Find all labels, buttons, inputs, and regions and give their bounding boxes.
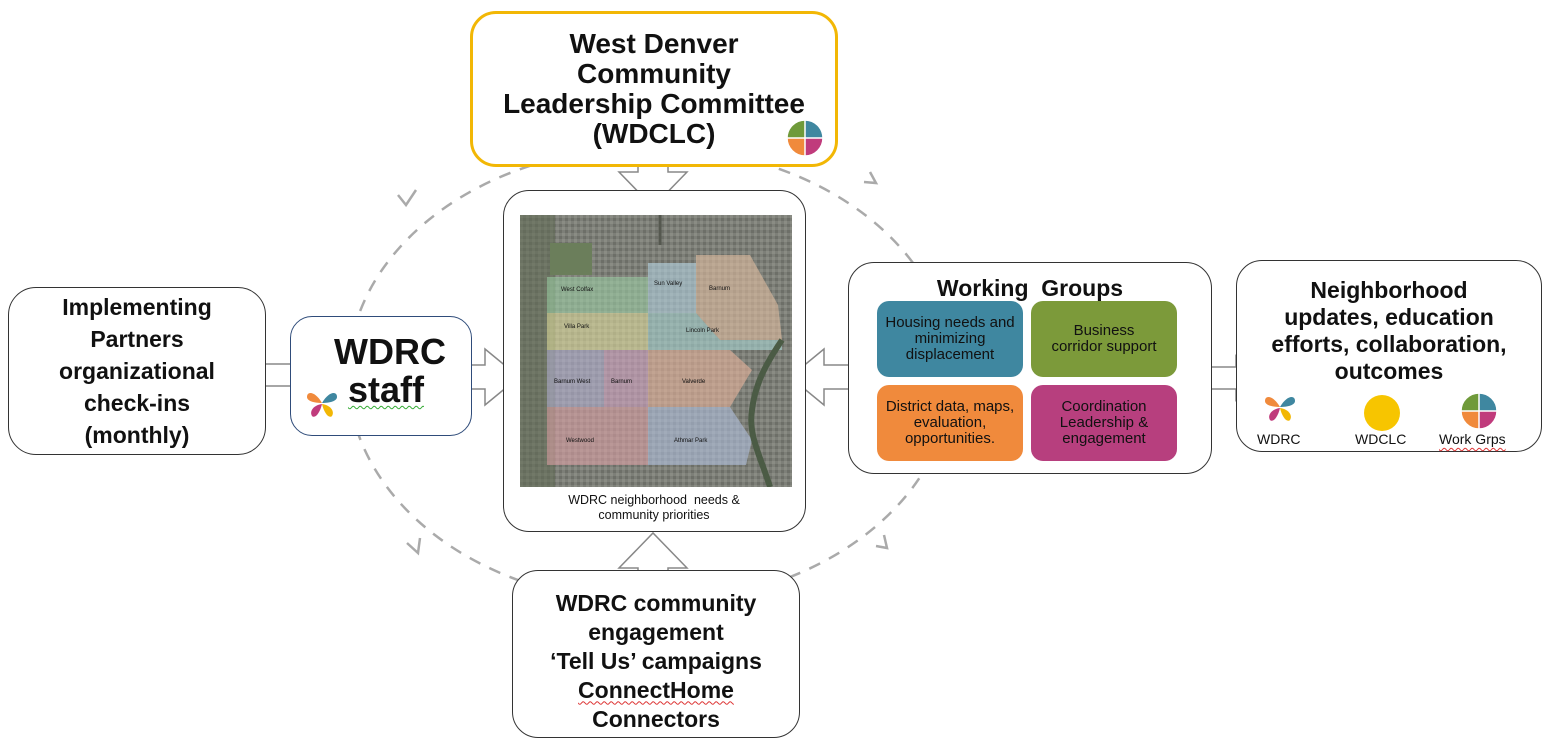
- wg-district-data: District data, maps, evaluation, opportu…: [877, 385, 1023, 461]
- legend-label-wdrc: WDRC: [1257, 431, 1301, 447]
- wdclc-box: West Denver Community Leadership Committ…: [470, 11, 838, 167]
- legend-quadrant-circle-icon: [1460, 392, 1498, 430]
- wdrc-staff-box: WDRC staff: [290, 316, 472, 436]
- wdclc-title-line-4: (WDCLC): [592, 118, 716, 149]
- neighborhood-line-4: outcomes: [1334, 358, 1444, 384]
- butterfly-icon: [307, 393, 337, 417]
- engagement-line-1: WDRC community: [555, 589, 757, 616]
- map-caption: WDRC neighborhood needs & community prio…: [504, 493, 804, 523]
- legend-yellow-circle-icon: [1364, 395, 1400, 431]
- map-label-westwood: Westwood: [566, 438, 594, 444]
- map-caption-line-1: WDRC neighborhood needs &: [568, 493, 740, 507]
- wg-housing: Housing needs and minimizing displacemen…: [877, 301, 1023, 377]
- implementing-partners-box: Implementing Partners organizational che…: [8, 287, 266, 455]
- cycle-arrowhead-bottom-right: [875, 534, 889, 550]
- cycle-arrowhead-top-left: [397, 189, 418, 208]
- cycle-arrowhead-top-right: [863, 171, 879, 185]
- neighborhood-updates-box: Neighborhood updates, education efforts,…: [1236, 260, 1542, 452]
- implementing-line-2: Partners: [90, 326, 184, 352]
- staff-title-line-2-text: staff: [347, 369, 424, 410]
- staff-title-line-2: staff: [291, 371, 471, 409]
- neighborhood-line-1: Neighborhood: [1310, 277, 1468, 303]
- map-label-lincoln-park: Lincoln Park: [686, 328, 720, 334]
- map-caption-line-2: community priorities: [598, 508, 710, 522]
- wg-housing-label: Housing needs and minimizing displacemen…: [885, 314, 1015, 363]
- map-label-barnum-north: Barnum: [709, 286, 731, 292]
- map-label-athmar-park: Athmar Park: [674, 438, 708, 444]
- map-label-villa-park: Villa Park: [564, 324, 590, 330]
- map-label-barnum-west: Barnum West: [554, 379, 591, 385]
- engagement-line-2: engagement: [588, 618, 724, 645]
- wg-coordination-label: Coordination Leadership & engagement: [1059, 398, 1149, 447]
- center-map-box: West Colfax Sun Valley Barnum Villa Park…: [503, 190, 806, 532]
- staff-title-line-1: WDRC: [334, 331, 446, 372]
- work-groups-quadrant-icon: [786, 119, 824, 157]
- neighborhood-text: Neighborhood updates, education efforts,…: [1237, 277, 1541, 385]
- engagement-line-5: Connectors: [592, 705, 720, 732]
- wg-coordination: Coordination Leadership & engagement: [1031, 385, 1177, 461]
- engagement-line-4: ConnectHome: [578, 676, 734, 705]
- wg-district-data-label: District data, maps, evaluation, opportu…: [885, 398, 1015, 447]
- neighborhood-satellite-map: [520, 215, 792, 487]
- engagement-line-4-text: ConnectHome: [578, 676, 734, 703]
- map-label-sun-valley: Sun Valley: [654, 281, 683, 287]
- map-label-west-colfax: West Colfax: [561, 287, 594, 293]
- map-label-valverde: Valverde: [682, 379, 706, 385]
- implementing-line-3: organizational: [59, 358, 215, 384]
- legend-label-wdclc: WDCLC: [1355, 431, 1407, 447]
- engagement-line-3: ‘Tell Us’ campaigns: [550, 647, 762, 674]
- working-groups-box: Working Groups Housing needs and minimiz…: [848, 262, 1212, 474]
- implementing-line-5: (monthly): [84, 422, 190, 448]
- community-engagement-box: WDRC community engagement ‘Tell Us’ camp…: [512, 570, 800, 738]
- cycle-arrowhead-bottom-left: [406, 537, 422, 556]
- legend-butterfly-icon: [1265, 397, 1295, 421]
- wdclc-title-line-3: Leadership Committee: [503, 88, 805, 119]
- wdclc-title-line-1: West Denver: [569, 28, 739, 59]
- wg-business: Business corridor support: [1031, 301, 1177, 377]
- neighborhood-line-3: efforts, collaboration,: [1271, 331, 1507, 357]
- neighborhood-line-2: updates, education: [1284, 304, 1494, 330]
- working-groups-title: Working Groups: [936, 275, 1124, 301]
- implementing-line-4: check-ins: [83, 390, 191, 416]
- implementing-line-1: Implementing: [62, 294, 212, 320]
- wdclc-title-line-2: Community: [577, 58, 731, 89]
- wg-business-label: Business corridor support: [1051, 322, 1157, 355]
- map-label-barnum: Barnum: [611, 379, 633, 385]
- legend-label-work-grps: Work Grps: [1439, 431, 1506, 447]
- legend-label-work-grps-wrap: Work Grps: [1439, 431, 1506, 447]
